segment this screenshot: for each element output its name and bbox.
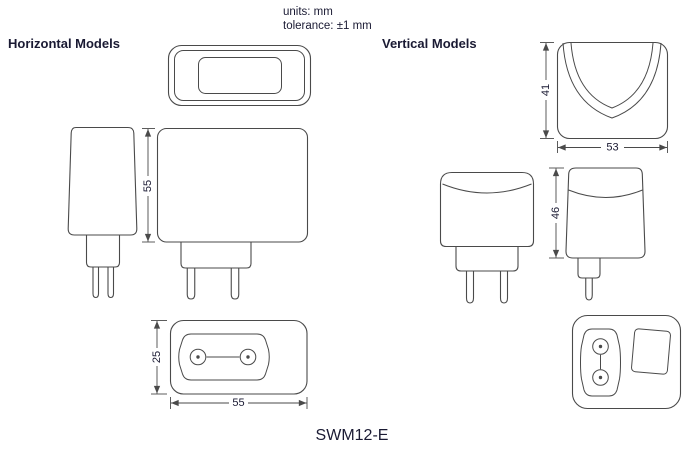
v-side-view-body [565,167,646,259]
dim-label-v-top-width: 53 [606,142,618,154]
pin-hole-center-dot [598,375,603,380]
dim-label-front-height: 55 [142,180,154,192]
side-view-body [67,126,138,236]
pin [230,267,240,300]
h-top-view [167,44,312,107]
pin [499,270,509,304]
pin [585,277,593,301]
label-recess [631,328,671,375]
v-front-view-cap-seam [442,183,532,194]
pin [465,270,475,304]
v-top-view [556,41,669,140]
pin-hole-center-dot [598,344,603,349]
v-front-view-body [439,171,535,248]
v-front-view [439,171,535,304]
front-view-plug-section [180,241,252,269]
europlug-socket-face [178,333,270,381]
dim-v-side-height: 46 [549,167,564,259]
dim-label-bottom-height: 25 [151,351,163,363]
v-top-view-outline [556,41,669,140]
v-side-view-cap-seam [568,189,643,198]
pin [186,267,196,300]
dim-v-top-height: 41 [540,42,554,139]
pin-hole-right [239,348,257,366]
v-side-view [565,167,646,301]
h-side-view [67,126,138,299]
dim-label-v-top-height: 41 [540,84,552,96]
dim-h-bottom-height: 25 [151,320,167,395]
dim-label-bottom-width: 55 [232,397,244,409]
horizontal-models-title: Horizontal Models [8,36,120,51]
vertical-models-title: Vertical Models [382,36,477,51]
top-view-inner-line [174,50,305,101]
v-side-view-plug-section [577,257,601,279]
h-bottom-view [169,319,308,395]
dim-h-bottom-width: 55 [170,397,308,409]
top-view-outline [167,44,312,107]
pin-hole-left [189,348,207,366]
pin [92,266,100,299]
v-bottom-view [571,314,682,410]
europlug-socket-face-vertical [580,328,621,397]
v-top-view-curve-outer [562,42,662,119]
pin [107,266,115,299]
tolerance-note: tolerance: ±1 mm [283,20,372,32]
v-top-view-curve-inner [570,42,654,109]
top-view-recess [198,57,282,94]
pin-hole-top [592,338,609,355]
side-view-plug-section [85,234,121,268]
v-front-view-plug-section [455,245,519,272]
pin-hole-center-dot [246,355,250,359]
dim-v-top-width: 53 [557,141,668,154]
dim-h-front-height: 55 [142,128,155,243]
units-note: units: mm [283,6,333,18]
dim-label-v-side-height: 46 [550,207,562,219]
front-view-body [156,127,309,243]
model-name: SWM12-E [316,427,389,444]
pin-hole-bottom [592,369,609,386]
pin-hole-center-dot [196,355,200,359]
h-front-view [156,127,309,300]
